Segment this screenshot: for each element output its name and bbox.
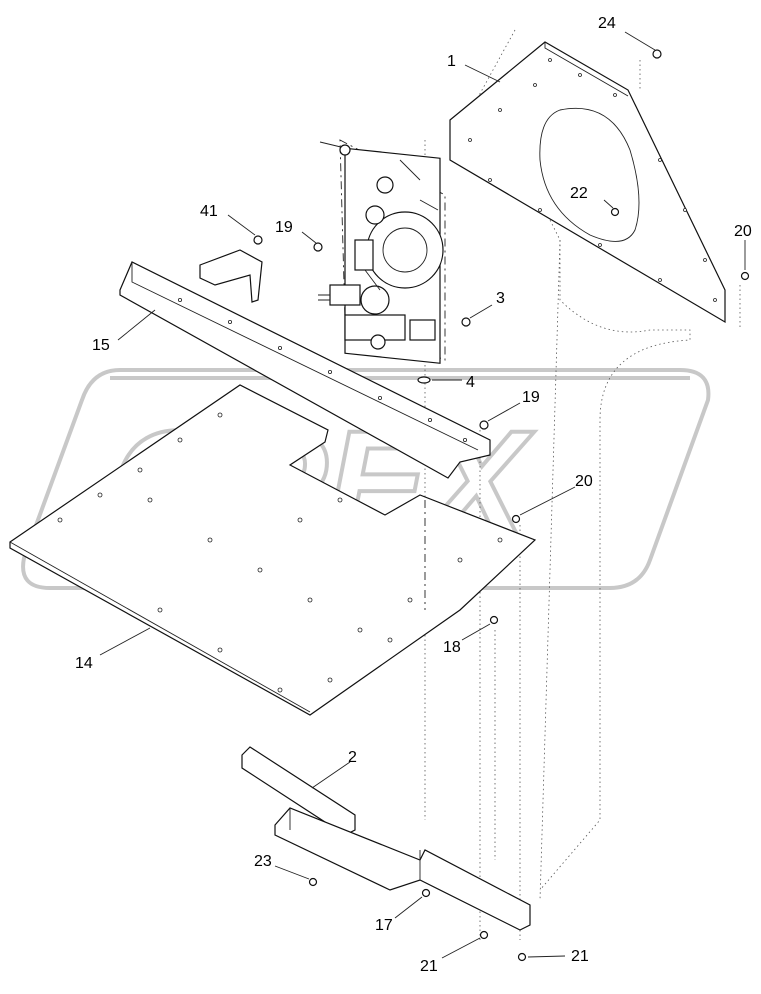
part-20-bolt-b (511, 514, 521, 524)
part-18-bolt (489, 615, 499, 625)
part-19-nut (313, 242, 323, 252)
callout-23: 23 (254, 853, 272, 870)
callout-19-b: 19 (522, 389, 540, 406)
callout-17: 17 (375, 917, 393, 934)
part-21-nut-b (517, 952, 527, 962)
leader-lines (99, 31, 746, 959)
callout-14: 14 (75, 655, 93, 672)
callout-24: 24 (598, 15, 616, 32)
callout-19: 19 (275, 219, 293, 236)
callout-21: 21 (420, 958, 438, 975)
callout-labels: 24 1 41 19 22 20 3 15 4 19 20 18 14 2 23… (75, 15, 752, 975)
part-22-bolt (610, 207, 620, 217)
part-1-holes (468, 58, 717, 302)
part-15-holes (177, 297, 467, 442)
part-3-nut (461, 317, 471, 327)
part-15-angle-bar (119, 261, 491, 479)
part-14-holes (57, 412, 503, 693)
part-14-floor-plate (9, 384, 537, 716)
part-1-side-plate (449, 41, 726, 324)
callout-18: 18 (443, 639, 461, 656)
callout-22: 22 (570, 185, 588, 202)
part-24-bolt (652, 49, 662, 59)
hardware (308, 49, 750, 962)
part-23-nut (308, 877, 318, 887)
part-41-bracket (199, 235, 263, 303)
callout-3: 3 (496, 290, 505, 307)
part-2-lower-bracket (241, 746, 531, 931)
callout-20: 20 (734, 223, 752, 240)
callout-20-b: 20 (575, 473, 593, 490)
part-4-washer (417, 376, 431, 384)
drive-mechanism-assembly (318, 139, 446, 364)
part-21-nut (479, 930, 489, 940)
part-17-bolt (421, 888, 431, 898)
callout-1: 1 (447, 53, 456, 70)
part-20-bolt (740, 271, 750, 281)
callout-15: 15 (92, 337, 110, 354)
callout-2: 2 (348, 749, 357, 766)
callout-21-b: 21 (571, 948, 589, 965)
callout-41: 41 (200, 203, 218, 220)
part-19-nut-b (479, 420, 489, 430)
callout-4: 4 (466, 374, 475, 391)
